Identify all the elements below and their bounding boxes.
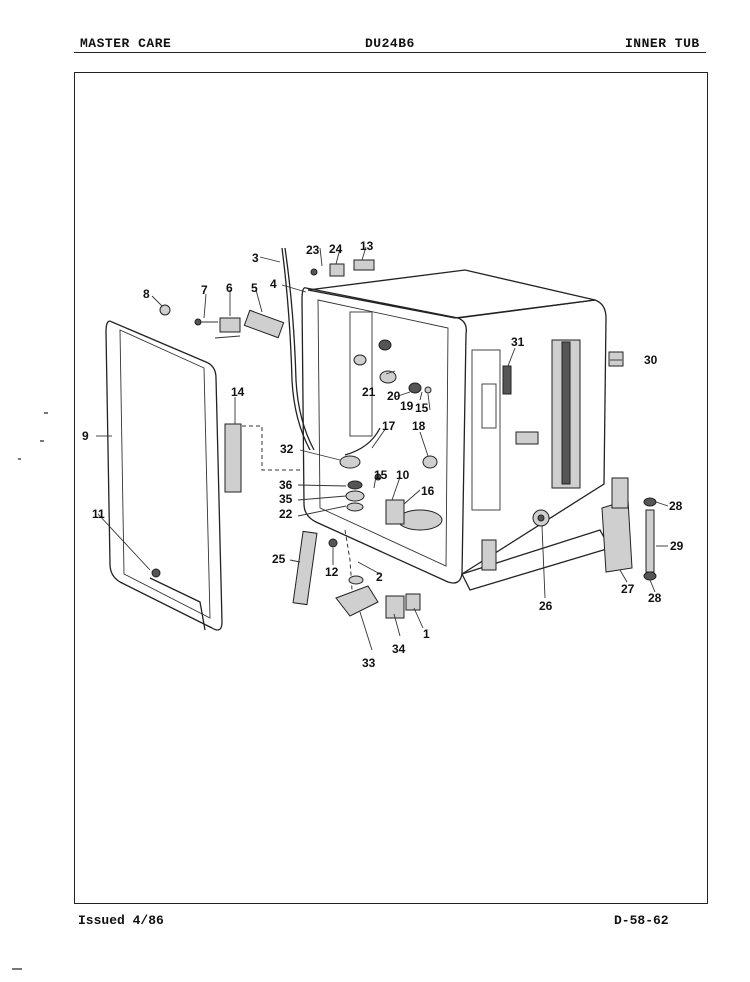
callout-35: 35	[279, 492, 293, 506]
callout-5: 5	[251, 281, 258, 295]
callout-33: 33	[362, 656, 376, 670]
callout-32: 32	[280, 442, 294, 456]
callout-23: 23	[306, 243, 320, 257]
inner-tub	[301, 269, 611, 591]
callout-24: 24	[329, 242, 343, 256]
clip	[608, 351, 624, 367]
latch-part	[502, 365, 512, 395]
header-model: DU24B6	[365, 36, 415, 51]
callout-26: 26	[539, 599, 553, 613]
top-bracket	[353, 259, 375, 271]
header-brand: MASTER CARE	[80, 36, 172, 51]
scan-speck	[12, 968, 22, 970]
callout-13: 13	[360, 239, 374, 253]
hinge-assembly	[159, 304, 285, 339]
callout-28-lower: 28	[648, 591, 662, 605]
footer-issued: Issued 4/86	[78, 913, 164, 928]
door-latch-panel	[224, 423, 242, 493]
diagram-frame	[74, 72, 708, 904]
callout-15-upper: 15	[415, 401, 429, 415]
scan-speck	[18, 458, 21, 460]
callout-9: 9	[82, 429, 89, 443]
callout-25: 25	[272, 552, 286, 566]
callout-22: 22	[279, 507, 293, 521]
callout-18: 18	[412, 419, 426, 433]
leader-lines	[96, 246, 669, 651]
callout-34: 34	[392, 642, 406, 656]
callout-6: 6	[226, 281, 233, 295]
callout-7: 7	[201, 283, 208, 297]
callout-31: 31	[511, 335, 525, 349]
callout-36: 36	[279, 478, 293, 492]
side-strip	[292, 530, 318, 606]
callout-15-lower: 15	[374, 468, 388, 482]
spray-arm-parts	[339, 339, 438, 525]
right-bracket-assembly	[601, 477, 657, 581]
callout-19: 19	[400, 399, 414, 413]
callout-10: 10	[396, 468, 410, 482]
scan-speck	[44, 412, 48, 414]
callout-11: 11	[92, 507, 105, 521]
callout-20: 20	[387, 389, 401, 403]
callout-16: 16	[421, 484, 435, 498]
callout-14: 14	[231, 385, 245, 399]
callout-3: 3	[252, 251, 259, 265]
door-frame	[105, 320, 223, 631]
callout-21: 21	[362, 385, 376, 399]
header-rule	[74, 52, 706, 53]
callout-28-upper: 28	[669, 499, 683, 513]
callout-1: 1	[423, 627, 430, 641]
callout-29: 29	[670, 539, 684, 553]
footer-page-code: D-58-62	[614, 913, 669, 928]
bottom-assembly	[335, 529, 421, 619]
callout-2: 2	[376, 570, 383, 584]
scan-speck	[40, 440, 44, 442]
callout-4: 4	[270, 277, 277, 291]
header-section: INNER TUB	[625, 36, 700, 51]
callout-17: 17	[382, 419, 396, 433]
callout-30: 30	[644, 353, 658, 367]
callout-8: 8	[143, 287, 150, 301]
callout-12: 12	[325, 565, 339, 579]
callout-27: 27	[621, 582, 635, 596]
